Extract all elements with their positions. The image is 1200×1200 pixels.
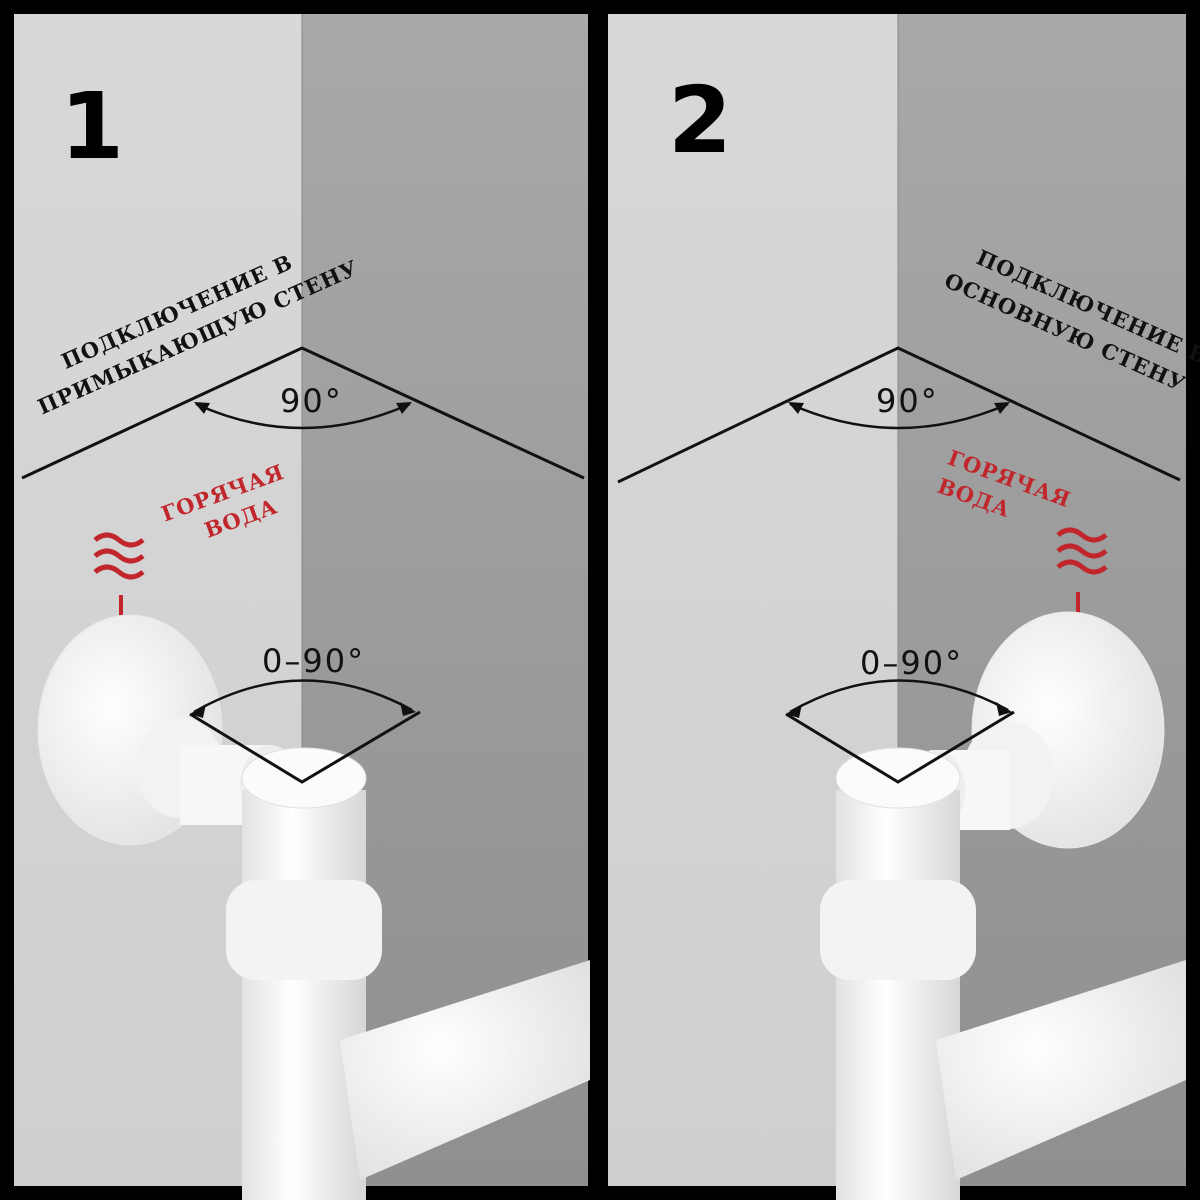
arrowhead-right xyxy=(996,702,1012,716)
arrowhead-left xyxy=(190,704,206,718)
corner-lines xyxy=(21,346,585,480)
rotation-arc xyxy=(789,679,1009,714)
arrowhead-left xyxy=(786,704,802,718)
arrowhead-left xyxy=(788,402,804,414)
panel-1: 1 90° ПОДКЛЮЧЕНИЕ В ПРИМЫКАЮЩУЮ СТЕНУ ГО… xyxy=(14,14,590,1200)
corner-angle-label: 90° xyxy=(280,382,343,420)
corner-angle-arc xyxy=(789,402,1009,430)
corner-lines xyxy=(617,346,1181,484)
rotation-arc xyxy=(193,679,413,714)
valve-fitting xyxy=(820,611,1186,1200)
hot-water-waves-icon xyxy=(93,532,145,580)
rotation-lines xyxy=(785,710,1015,784)
arrowhead-left xyxy=(194,402,210,414)
arrowhead-right xyxy=(400,702,416,716)
panel-number: 1 xyxy=(60,73,124,180)
valve-fitting xyxy=(37,614,590,1200)
hot-water-waves-icon xyxy=(1056,527,1108,575)
panel-number: 2 xyxy=(668,67,732,174)
rotation-lines xyxy=(189,710,421,784)
panel-2: 2 90° ПОДКЛЮЧЕНИЕ В ОСНОВНУЮ СТЕНУ ГОРЯЧ… xyxy=(608,14,1200,1200)
corner-angle-label: 90° xyxy=(876,382,939,420)
rotation-range-label: 0–90° xyxy=(860,644,963,682)
rotation-range-label: 0–90° xyxy=(262,642,365,680)
corner-angle-arc xyxy=(195,402,411,430)
arrowhead-right xyxy=(994,402,1010,414)
arrowhead-right xyxy=(396,402,412,414)
